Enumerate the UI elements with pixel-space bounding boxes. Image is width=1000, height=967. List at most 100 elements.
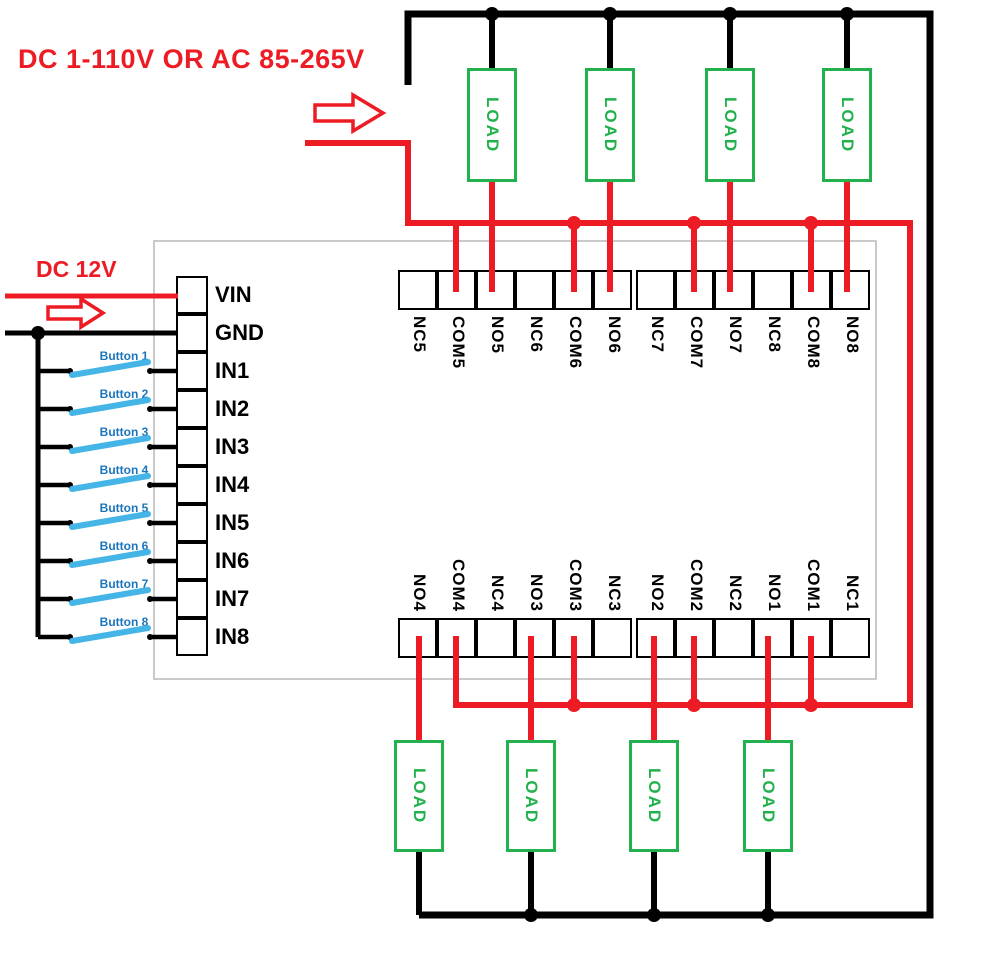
- terminal-label: COM5: [449, 316, 468, 370]
- terminal-label: NC1: [843, 574, 862, 612]
- bottom-terminal-strip: [398, 618, 870, 658]
- button-label: Button 3: [99, 425, 149, 439]
- terminal-cell: [792, 618, 831, 658]
- terminal-cell: [398, 270, 437, 310]
- load-box: LOAD: [394, 740, 444, 852]
- button-label: Button 8: [99, 615, 149, 629]
- load-label: LOAD: [838, 96, 857, 154]
- terminal-cell: [515, 618, 554, 658]
- terminal-label: COM1: [804, 558, 823, 612]
- terminal-group: [636, 270, 870, 310]
- terminal-label: COM4: [449, 558, 468, 612]
- load-box: LOAD: [629, 740, 679, 852]
- pin-label-in5: IN5: [215, 510, 250, 535]
- terminal-label: NO1: [765, 574, 784, 612]
- pin-label-vin: VIN: [215, 282, 252, 307]
- terminal-cell: [554, 618, 593, 658]
- terminal-group: [398, 270, 632, 310]
- button-label: Button 7: [99, 577, 149, 591]
- terminal-cell: [515, 270, 554, 310]
- terminal-cell: [593, 270, 632, 310]
- terminal-label: NO6: [605, 316, 624, 354]
- load-box: LOAD: [506, 740, 556, 852]
- terminal-label: COM8: [804, 316, 823, 370]
- terminal-label: NC3: [605, 574, 624, 612]
- terminal-cell: [831, 270, 870, 310]
- terminal-cell: [176, 276, 208, 314]
- terminal-cell: [753, 270, 792, 310]
- terminal-cell: [176, 542, 208, 580]
- input-terminal-block: [176, 276, 208, 656]
- terminal-label: COM2: [687, 558, 706, 612]
- top-terminal-strip: [398, 270, 870, 310]
- pin-label-in6: IN6: [215, 548, 250, 573]
- terminal-label: NC5: [410, 316, 429, 354]
- load-label: LOAD: [522, 767, 541, 825]
- terminal-cell: [636, 270, 675, 310]
- terminal-cell: [176, 466, 208, 504]
- terminal-cell: [714, 618, 753, 658]
- terminal-label: NO8: [843, 316, 862, 354]
- load-label: LOAD: [601, 96, 620, 154]
- terminal-label: NO5: [488, 316, 507, 354]
- terminal-label: NC7: [648, 316, 667, 354]
- terminal-label: NO4: [410, 574, 429, 612]
- load-label: LOAD: [410, 767, 429, 825]
- terminal-cell: [437, 618, 476, 658]
- terminal-label: NO3: [527, 574, 546, 612]
- terminal-cell: [675, 618, 714, 658]
- terminal-cell: [753, 618, 792, 658]
- load-box: LOAD: [743, 740, 793, 852]
- load-label: LOAD: [759, 767, 778, 825]
- terminal-label: COM3: [566, 558, 585, 612]
- terminal-cell: [176, 428, 208, 466]
- terminal-cell: [554, 270, 593, 310]
- terminal-cell: [176, 504, 208, 542]
- pin-label-gnd: GND: [215, 320, 264, 345]
- terminal-cell: [176, 618, 208, 656]
- terminal-label: NC4: [488, 574, 507, 612]
- button-label: Button 2: [99, 387, 149, 401]
- terminal-label: NC2: [726, 574, 745, 612]
- terminal-cell: [476, 618, 515, 658]
- load-label: LOAD: [645, 767, 664, 825]
- load-label: LOAD: [721, 96, 740, 154]
- load-box: LOAD: [467, 68, 517, 182]
- terminal-cell: [176, 390, 208, 428]
- terminal-cell: [593, 618, 632, 658]
- terminal-cell: [792, 270, 831, 310]
- dc-flow-arrow-icon: [46, 295, 107, 331]
- terminal-cell: [675, 270, 714, 310]
- button-label: Button 1: [99, 349, 149, 363]
- terminal-group: [636, 618, 870, 658]
- load-label: LOAD: [483, 96, 502, 154]
- pin-label-in2: IN2: [215, 396, 250, 421]
- button-label: Button 6: [99, 539, 149, 553]
- button-label: Button 5: [99, 501, 149, 515]
- terminal-cell: [831, 618, 870, 658]
- load-box: LOAD: [585, 68, 635, 182]
- terminal-cell: [714, 270, 753, 310]
- terminal-cell: [636, 618, 675, 658]
- load-box: LOAD: [822, 68, 872, 182]
- dc12v-source-label: DC 12V: [36, 256, 117, 282]
- terminal-cell: [398, 618, 437, 658]
- terminal-cell: [176, 580, 208, 618]
- pin-label-in7: IN7: [215, 586, 250, 611]
- ac-source-label: DC 1-110V OR AC 85-265V: [18, 44, 365, 74]
- load-box: LOAD: [705, 68, 755, 182]
- terminal-cell: [476, 270, 515, 310]
- terminal-group: [398, 618, 632, 658]
- button-label: Button 4: [99, 463, 149, 477]
- terminal-label: NC8: [765, 316, 784, 354]
- pin-label-in4: IN4: [215, 472, 250, 497]
- terminal-label: COM6: [566, 316, 585, 370]
- pin-label-in3: IN3: [215, 434, 250, 459]
- terminal-cell: [176, 352, 208, 390]
- terminal-label: NC6: [527, 316, 546, 354]
- ac-flow-arrow-icon: [313, 91, 387, 135]
- terminal-cell: [176, 314, 208, 352]
- pin-label-in8: IN8: [215, 624, 250, 649]
- terminal-label: NO7: [726, 316, 745, 354]
- terminal-label: COM7: [687, 316, 706, 370]
